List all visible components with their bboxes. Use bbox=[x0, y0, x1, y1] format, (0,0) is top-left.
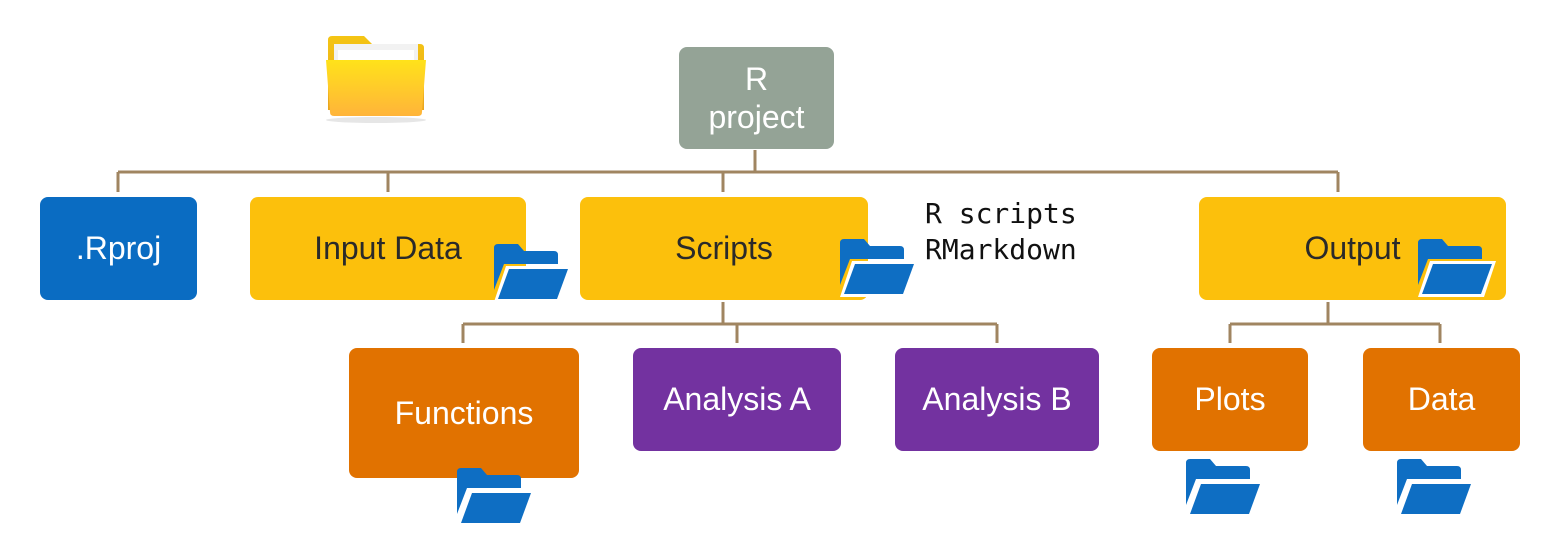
output-label: Output bbox=[1304, 230, 1401, 266]
input-data-label: Input Data bbox=[314, 230, 462, 266]
root-label-line2: project bbox=[708, 99, 805, 135]
functions-label: Functions bbox=[394, 394, 534, 431]
analysis-a-label: Analysis A bbox=[663, 381, 811, 417]
input-data-node: Input Data bbox=[250, 197, 526, 300]
root-label-line1: R bbox=[744, 60, 769, 97]
plots-folder-icon bbox=[1186, 459, 1264, 517]
yellow-folder-icon bbox=[326, 36, 426, 123]
analysis-a-node: Analysis A bbox=[633, 348, 841, 451]
plots-node: Plots bbox=[1152, 348, 1308, 451]
scripts-label: Scripts bbox=[675, 230, 773, 266]
functions-node: Functions bbox=[349, 348, 579, 478]
rproj-label: .Rproj bbox=[75, 230, 162, 266]
analysis-b-label: Analysis B bbox=[922, 381, 1072, 417]
data-folder-icon bbox=[1397, 459, 1475, 517]
plots-label: Plots bbox=[1194, 381, 1266, 417]
rproj-node: .Rproj bbox=[40, 197, 197, 300]
output-folder-icon bbox=[1418, 239, 1496, 297]
scripts-note-line2: RMarkdown bbox=[925, 233, 1077, 266]
scripts-node: Scripts bbox=[580, 197, 868, 300]
data-node: Data bbox=[1363, 348, 1520, 451]
input-data-folder-icon bbox=[494, 244, 572, 302]
analysis-b-node: Analysis B bbox=[895, 348, 1099, 451]
scripts-folder-icon bbox=[840, 239, 918, 297]
data-label: Data bbox=[1407, 381, 1476, 417]
scripts-note-line1: R scripts bbox=[925, 197, 1077, 230]
root-node-r-project: R project bbox=[679, 47, 834, 149]
functions-folder-icon bbox=[457, 468, 535, 526]
